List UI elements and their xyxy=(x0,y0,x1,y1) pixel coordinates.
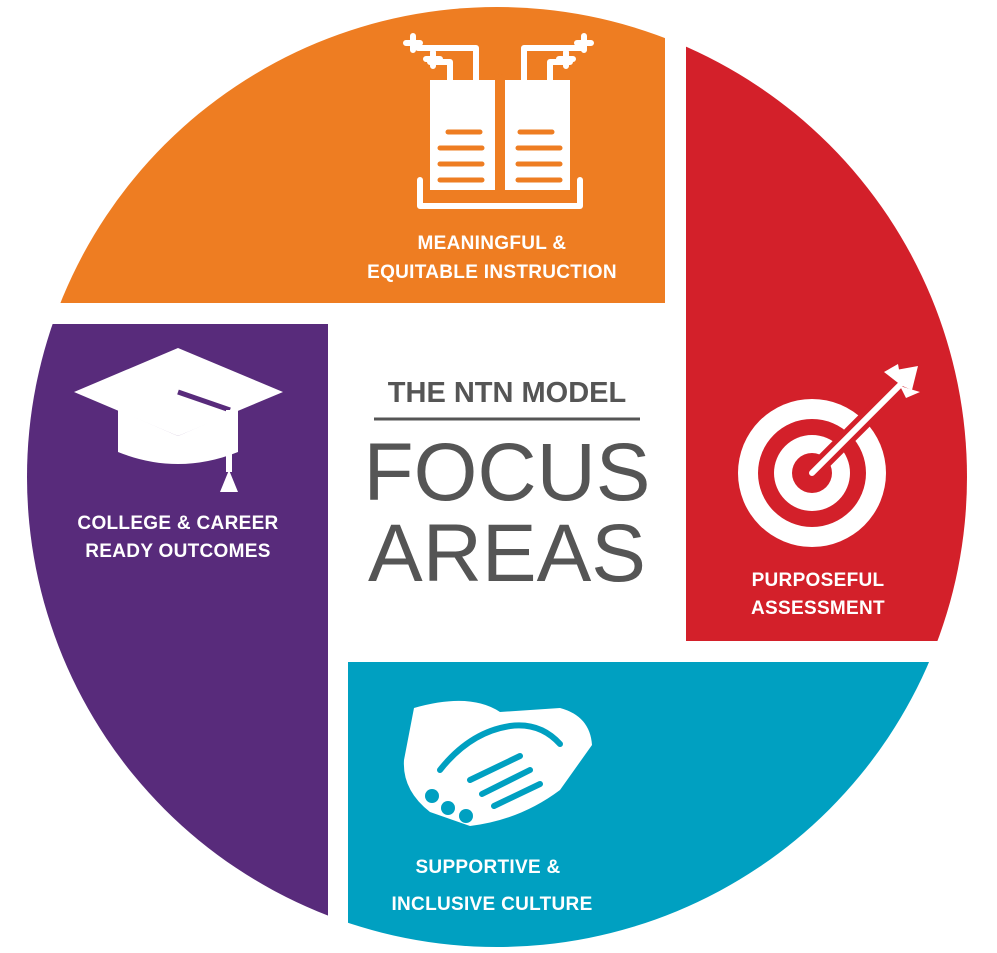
graduation-cap-icon xyxy=(74,348,283,492)
assessment-label-line2: ASSESSMENT xyxy=(751,598,885,619)
outcomes-label-line2: READY OUTCOMES xyxy=(85,541,270,562)
instruction-label-line2: EQUITABLE INSTRUCTION xyxy=(367,262,617,283)
model-kicker: THE NTN MODEL xyxy=(388,377,626,409)
culture-label-line1: SUPPORTIVE & xyxy=(415,857,560,878)
instruction-label-line1: MEANINGFUL & xyxy=(418,233,567,254)
focus-title-line2: AREAS xyxy=(368,508,646,599)
culture-label-line2: INCLUSIVE CULTURE xyxy=(391,894,592,915)
focus-title-line1: FOCUS xyxy=(364,427,651,518)
open-book-icon xyxy=(403,33,594,209)
assessment-label-line1: PURPOSEFUL xyxy=(752,570,885,591)
outcomes-label-line1: COLLEGE & CAREER xyxy=(77,513,278,534)
target-arrow-icon xyxy=(738,364,920,547)
handshake-icon xyxy=(403,700,592,826)
assessment-segment[interactable] xyxy=(686,0,997,641)
